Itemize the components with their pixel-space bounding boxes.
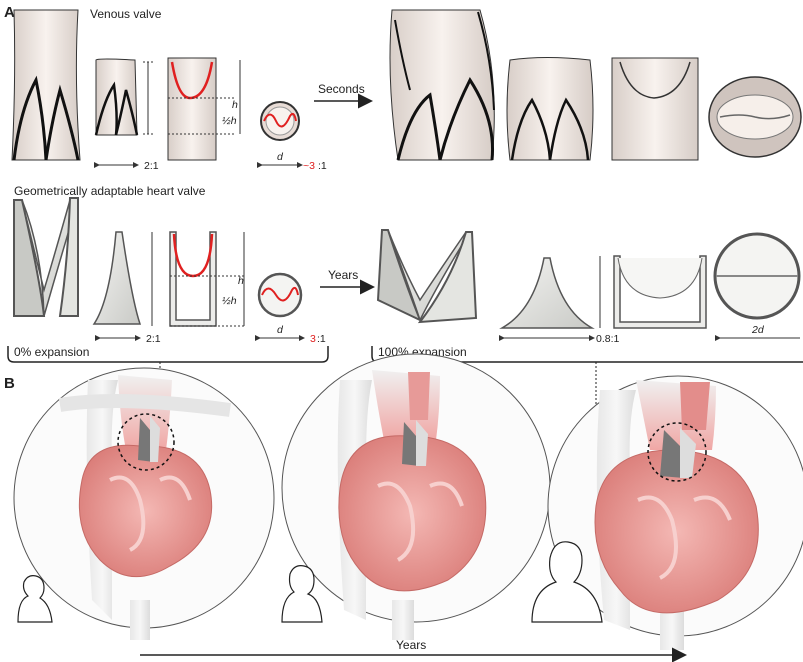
venous-valve-open-large bbox=[390, 10, 494, 160]
gahv-expanded-profile bbox=[614, 256, 706, 328]
gahv-expanded-top bbox=[715, 234, 799, 318]
gahv-large bbox=[14, 198, 78, 316]
gahv-side bbox=[94, 232, 140, 324]
gahv-dim-half-h: ½h bbox=[222, 295, 237, 307]
venous-valve-open-profile bbox=[612, 58, 698, 160]
venous-ratio-circle: ~3 bbox=[303, 160, 315, 172]
gahv-expanded-large bbox=[378, 230, 476, 322]
venous-valve-side-view bbox=[96, 59, 137, 135]
venous-valve-large bbox=[12, 10, 80, 160]
gahv-ratio-2-1: 2:1 bbox=[146, 333, 161, 345]
gahv-ratio-circle: 3 bbox=[310, 333, 316, 345]
heart-child bbox=[282, 354, 550, 640]
gahv-top-view bbox=[259, 274, 301, 316]
venous-valve-top-view bbox=[261, 102, 299, 140]
gahv-expanded-side bbox=[502, 258, 592, 328]
dim-venous-h bbox=[143, 62, 153, 134]
venous-valve-open-front bbox=[507, 58, 593, 161]
gahv-dim-d: d bbox=[277, 324, 284, 336]
venous-dim-d: d bbox=[277, 151, 284, 163]
heart-infant bbox=[14, 368, 274, 640]
seconds-label: Seconds bbox=[318, 82, 365, 96]
venous-ratio-2-1: 2:1 bbox=[144, 160, 159, 172]
gahv-title: Geometrically adaptable heart valve bbox=[14, 184, 206, 198]
panel-b-label: B bbox=[4, 375, 15, 392]
gahv-dim-h: h bbox=[238, 275, 244, 287]
gahv-dim-2d: 2d bbox=[751, 324, 765, 336]
venous-valve-open-top bbox=[709, 77, 801, 157]
gahv-profile bbox=[170, 232, 244, 326]
venous-valve-profile bbox=[168, 58, 236, 160]
venous-valve-title: Venous valve bbox=[90, 7, 162, 21]
expansion-0-label: 0% expansion bbox=[14, 345, 89, 359]
years-label-a: Years bbox=[328, 268, 358, 282]
venous-ratio-circle-suffix: :1 bbox=[318, 160, 327, 172]
panel-a-label: A bbox=[4, 4, 15, 21]
venous-dim-h: h bbox=[232, 99, 238, 111]
venous-dim-half-h: ½h bbox=[222, 115, 237, 127]
gahv-ratio-expanded: 0.8:1 bbox=[596, 333, 620, 345]
timeline-label: Years bbox=[396, 638, 426, 652]
gahv-ratio-circle-suffix: :1 bbox=[317, 333, 326, 345]
